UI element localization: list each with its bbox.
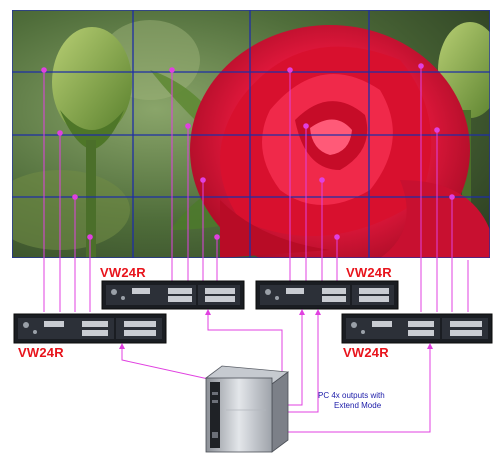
unit-label-top-right: VW24R <box>346 265 392 280</box>
pc-caption: PC 4x outputs with Extend Mode <box>318 391 428 411</box>
wall-grid <box>12 10 490 258</box>
red-rose <box>190 25 490 258</box>
vw24r-unit-top-right <box>255 280 399 310</box>
pc-tower-icon <box>204 365 290 453</box>
cable-arrowheads <box>119 309 433 349</box>
unit-label-bottom-left: VW24R <box>18 345 64 360</box>
rose-bud-left <box>52 27 132 258</box>
unit-label-bottom-right: VW24R <box>343 345 389 360</box>
vw24r-unit-bottom-left <box>13 313 167 344</box>
video-wall-image <box>12 10 490 258</box>
unit-label-top-left: VW24R <box>100 265 146 280</box>
wall-cables <box>41 63 469 312</box>
pc-caption-line2: Extend Mode <box>334 401 382 410</box>
vw24r-unit-bottom-right <box>341 313 493 344</box>
pc-caption-line1: PC 4x outputs with <box>318 391 385 400</box>
vw24r-unit-top-left <box>101 280 245 310</box>
pc-cables <box>121 311 431 433</box>
